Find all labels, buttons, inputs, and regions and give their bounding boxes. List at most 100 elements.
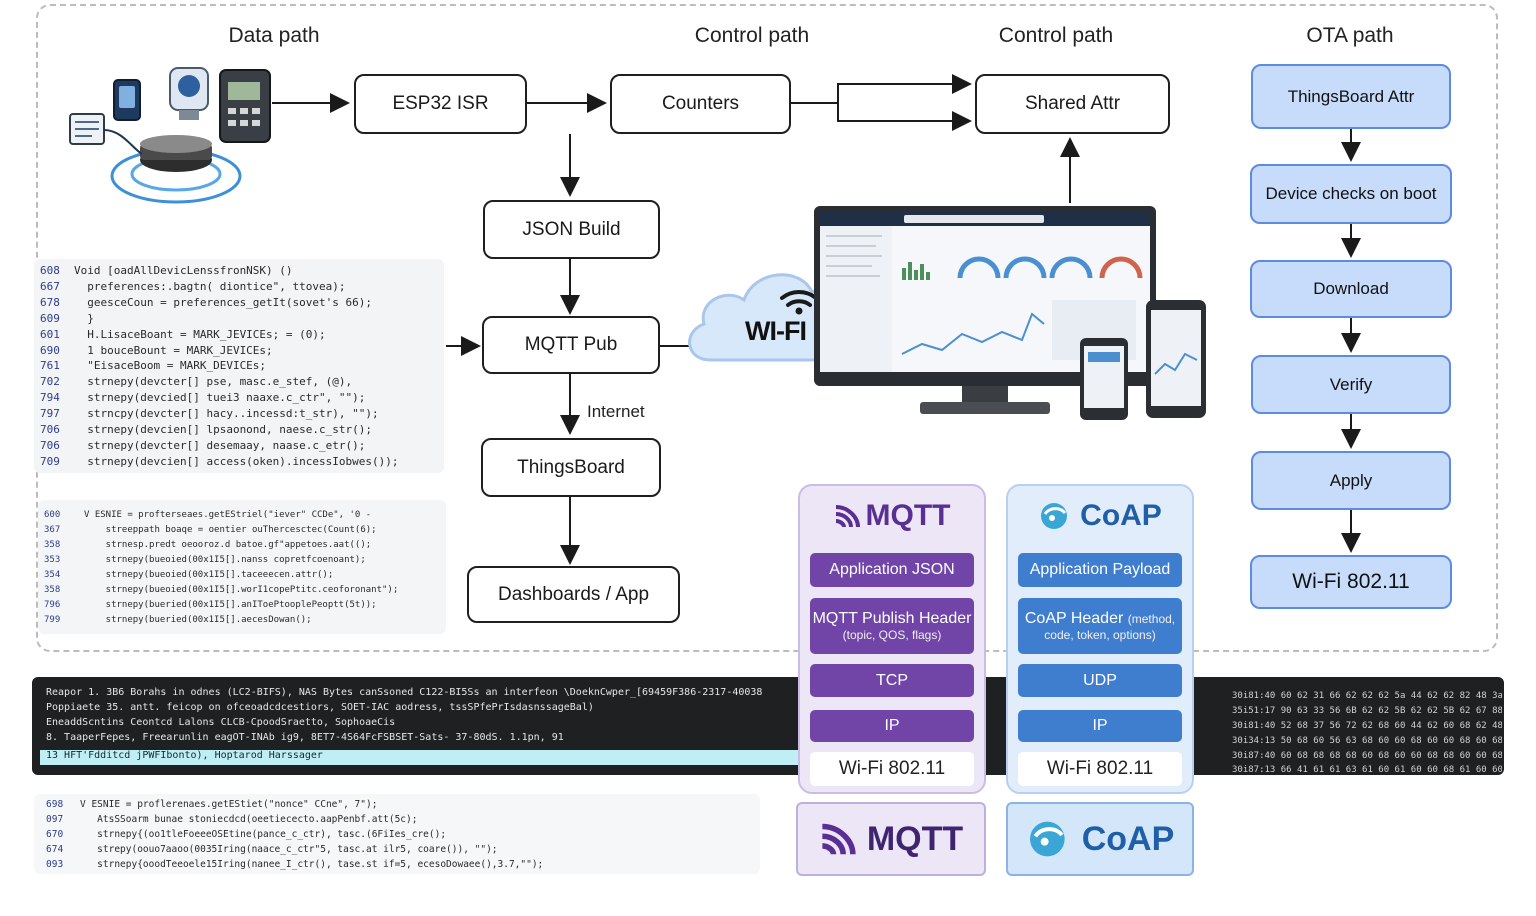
code-line-text: H.LisaceBoant = MARK_JEVICEs; = (0); <box>74 327 326 341</box>
ota-step-thingsboard-attr[interactable]: ThingsBoard Attr <box>1251 64 1451 129</box>
code-line: 670 strnepy{(oo1tleFoeeeOSEtine(pance_c_… <box>46 827 748 842</box>
code-line-text: V ESNIE = profterseaes.getEStriel("iever… <box>84 510 372 520</box>
code-line-number: 600 <box>44 510 61 520</box>
coap-header-inline: (method, <box>1127 612 1176 627</box>
code-line-text: strnepy(devcter[] pse, masc.e_stef, (@), <box>74 375 353 389</box>
code-line-number: 706 <box>40 438 60 452</box>
wifi-cloud-label: WI-FI <box>745 316 807 346</box>
heading-ota-path: OTA path <box>1306 24 1394 47</box>
code-line: 761 "EisaceBoom = MARK_DEVICEs; <box>40 358 438 374</box>
terminal-hex: 30i81:40 52 68 37 56 72 62 68 60 44 62 6… <box>1232 721 1502 731</box>
mqtt-logo-icon <box>835 505 860 528</box>
code-line-number: 367 <box>44 525 61 535</box>
terminal-line: 8. TaaperFepes, Freearunlin eagOT-INAb i… <box>46 732 564 743</box>
esp32-isr-node[interactable]: ESP32 ISR <box>354 74 527 134</box>
terminal-line: Reapor 1. 3B6 Borahs in odnes (LC2-BIFS)… <box>46 687 763 698</box>
thingsboard-node[interactable]: ThingsBoard <box>481 438 661 497</box>
counters-node[interactable]: Counters <box>610 74 791 134</box>
code-line-text: V ESNIE = proflerenaes.getEStiet("nonce"… <box>80 799 378 810</box>
code-line-text: } <box>74 311 94 325</box>
code-line-text: strepy(oouo7aaoo(0035Iring(naace_c_ctr"5… <box>80 844 498 855</box>
code-line-number: 706 <box>40 423 60 437</box>
code-line-text: streeppath boaqe = oentier ouThercesctec… <box>84 525 377 535</box>
coap-layer-header: CoAP Header (method, code, token, option… <box>1018 598 1182 654</box>
code-line-text: "EisaceBoom = MARK_DEVICEs; <box>74 359 267 373</box>
code-block-3: 698 V ESNIE = proflerenaes.getEStiet("non… <box>34 794 760 874</box>
coap-header-title: CoAP Header <box>1024 610 1124 628</box>
code-line-text: strnepy(devcien[] access(oken).incessIob… <box>74 454 399 468</box>
mqtt-header-subtitle: (topic, QOS, flags) <box>842 628 942 643</box>
code-line-number: 358 <box>44 540 61 550</box>
code-line-text: strnepy(devcien[] lpsaonond, naese.c_str… <box>74 423 373 437</box>
code-line: 706 strnepy(devcter[] desemaay, naase.c_… <box>40 438 438 454</box>
ota-step-apply[interactable]: Apply <box>1251 451 1451 510</box>
code-line-text: strnepy(bueried(00x1I5[].anIToePtooplePe… <box>84 600 377 610</box>
code-line: 353 strnepy(bueoied(00x1I5[].nanss copre… <box>44 553 440 568</box>
mqtt-pub-node[interactable]: MQTT Pub <box>482 316 660 374</box>
ota-step-device-checks[interactable]: Device checks on boot <box>1250 164 1452 224</box>
coap-layer-ip: IP <box>1018 710 1182 742</box>
code-line-number: 799 <box>44 615 61 625</box>
code-line-number: 670 <box>46 829 64 840</box>
code-line: 358 strnesp.predt oeooroz.d batoe.gf"app… <box>44 538 440 553</box>
code-line-number: 674 <box>46 844 64 855</box>
code-line-number: 097 <box>46 814 64 825</box>
code-line-text: preferences:.bagtn( diontice", ttovea); <box>74 279 346 293</box>
monitor-dashboard-illustration <box>814 206 1206 420</box>
code-line-number: 702 <box>40 375 60 389</box>
ota-step-download[interactable]: Download <box>1250 260 1452 318</box>
dashboards-app-node[interactable]: Dashboards / App <box>467 566 680 623</box>
internet-label: Internet <box>587 402 645 421</box>
code-line: 709 strnepy(devcien[] access(oken).inces… <box>40 454 438 470</box>
mqtt-stack-logo: MQTT <box>800 486 984 546</box>
terminal-line: Poppiaete 35. antt. feicop on ofceoadcdc… <box>46 702 594 713</box>
code-line-number: 698 <box>46 799 64 810</box>
terminal-hex: 30i81:40 60 62 31 66 62 62 62 5a 44 62 6… <box>1232 691 1502 701</box>
code-line-number: 601 <box>40 327 60 341</box>
code-line-text: strnepy(bueried(00x1I5[].aecesDowan(); <box>84 615 312 625</box>
mqtt-protocol-stack: MQTT Application JSON MQTT Publish Heade… <box>798 484 986 794</box>
code-line: 358 strnepy(bueoied(00x1I5[].worI1copePt… <box>44 583 440 598</box>
code-line: 674 strepy(oouo7aaoo(0035Iring(naace_c_c… <box>46 842 748 857</box>
terminal-hex: 30i87:13 66 41 61 61 63 61 60 61 60 60 6… <box>1232 765 1502 775</box>
code-line-text: strnesp.predt oeooroz.d batoe.gf"appetoe… <box>84 540 372 550</box>
code-line-text: strnepy(devcied[] tuei3 naaxe.c_ctr", ""… <box>74 391 366 405</box>
code-line-number: 667 <box>40 279 60 293</box>
code-line-number: 354 <box>44 570 61 580</box>
code-line: 698 V ESNIE = proflerenaes.getEStiet("non… <box>46 797 748 812</box>
code-line-text: strnepy{ooodTeeoele15Iring(nanee_I_ctr()… <box>80 859 544 870</box>
code-line: 702 strnepy(devcter[] pse, masc.e_stef, … <box>40 374 438 390</box>
code-line-number: 353 <box>44 555 61 565</box>
code-block-2: 600 V ESNIE = profterseaes.getEStriel("ie… <box>38 500 446 634</box>
mqtt-layer-header: MQTT Publish Header (topic, QOS, flags) <box>810 598 974 654</box>
code-line: 667 preferences:.bagtn( diontice", ttove… <box>40 279 438 295</box>
shared-attr-node[interactable]: Shared Attr <box>975 74 1170 134</box>
code-line-number: 709 <box>40 454 60 468</box>
code-line: 799 strnepy(bueried(00x1I5[].aecesDowan(… <box>44 613 440 628</box>
code-line-number: 796 <box>44 600 61 610</box>
code-line: 706 strnepy(devcien[] lpsaonond, naese.c… <box>40 422 438 438</box>
heading-control-path-1: Control path <box>694 24 810 47</box>
code-line-text: 1 bouceBount = MARK_JEVICEs; <box>74 343 273 357</box>
ota-step-verify[interactable]: Verify <box>1251 355 1451 414</box>
code-line: 797 strncpy(devcter[] hacy..incessd:t_st… <box>40 406 438 422</box>
json-build-node[interactable]: JSON Build <box>483 200 660 259</box>
code-line: 097 AtsSSoarm bunae stoniecdcd(oeetiecec… <box>46 812 748 827</box>
terminal-highlight-line: 13 HFT'Fdditcd jPWFIbonto), Hoptarod Har… <box>40 750 810 765</box>
code-line-number: 794 <box>40 391 60 405</box>
code-line-number: 797 <box>40 407 60 421</box>
code-line-text: strnepy(devcter[] desemaay, naase.c_etr(… <box>74 438 366 452</box>
code-line-text: strnepy(bueoied(00x1I5[].nanss copretfco… <box>84 555 366 565</box>
ota-step-wifi[interactable]: Wi-Fi 802.11 <box>1250 555 1452 609</box>
mqtt-badge: MQTT <box>796 802 986 876</box>
mqtt-layer-application: Application JSON <box>810 553 974 587</box>
code-line-text: strncpy(devcter[] hacy..incessd:t_str), … <box>74 407 379 421</box>
mqtt-logo-icon <box>821 823 856 855</box>
code-line-number: 358 <box>44 585 61 595</box>
coap-protocol-stack: CoAP Application Payload CoAP Header (me… <box>1006 484 1194 794</box>
terminal-hex: 30i34:13 50 68 60 56 63 68 60 60 68 60 6… <box>1232 736 1502 746</box>
mqtt-header-title: MQTT Publish Header <box>812 610 972 628</box>
